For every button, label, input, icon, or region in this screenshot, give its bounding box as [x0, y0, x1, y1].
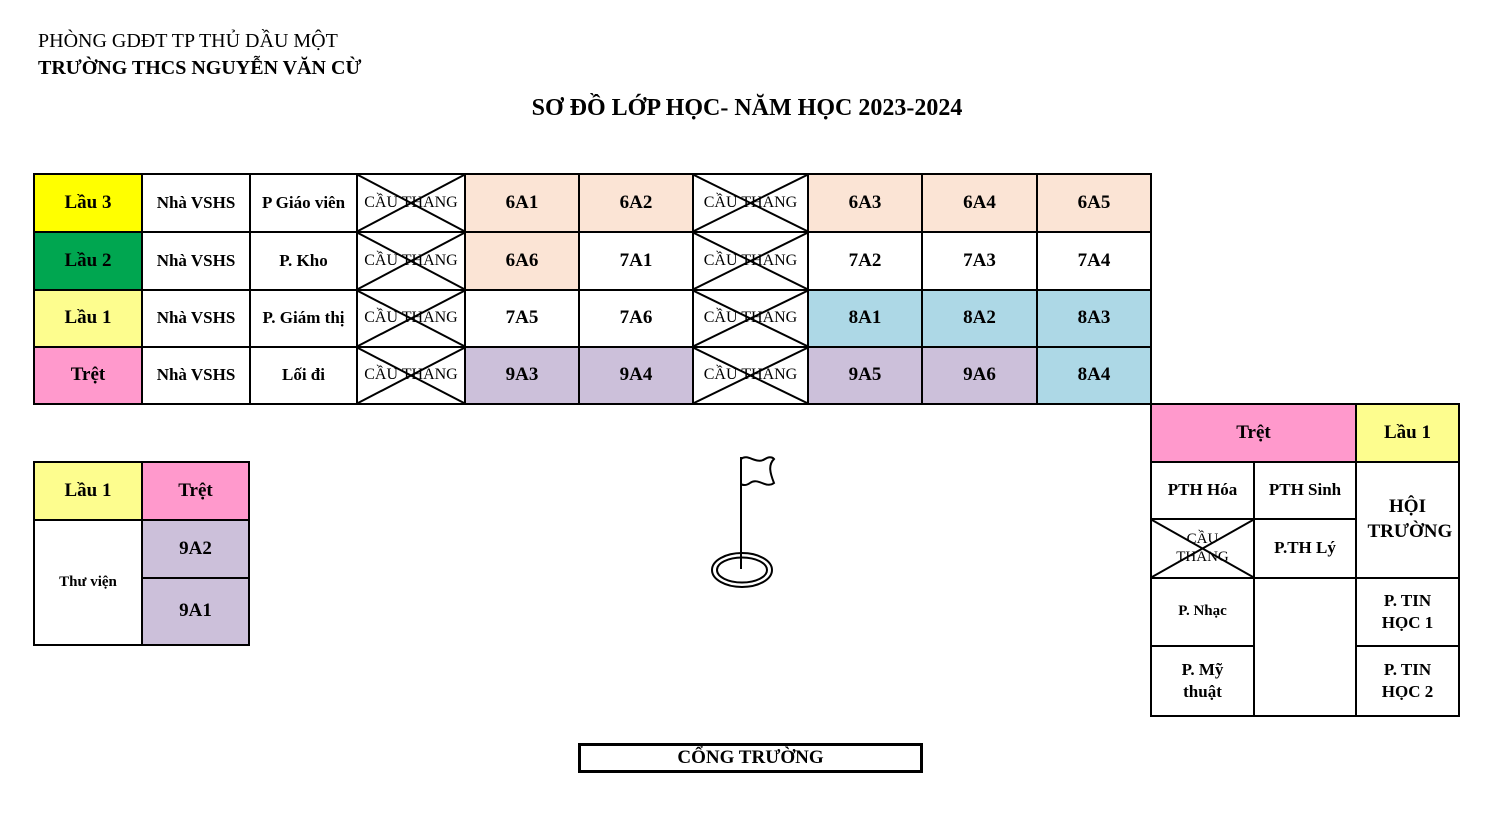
right-staircase: CẦU THANG	[1150, 518, 1255, 579]
staircase-cross-icon	[358, 233, 464, 289]
room-it-1: P. TIN HỌC 1	[1355, 577, 1460, 647]
room-9a1: 9A1	[141, 577, 250, 646]
school-name: TRƯỜNG THCS NGUYỄN VĂN CỪ	[38, 57, 362, 79]
classroom-7a5: 7A5	[464, 289, 580, 348]
floor-label-3: Lầu 1	[33, 289, 143, 348]
room-biology-lab: PTH Sinh	[1253, 461, 1357, 520]
staircase-cross-icon	[1152, 520, 1253, 577]
flagpole-icon	[711, 456, 776, 588]
empty-room	[1253, 577, 1357, 717]
classroom-6a4: 6A4	[921, 173, 1038, 233]
classroom-6a1: 6A1	[464, 173, 580, 233]
school-gate: CỔNG TRƯỜNG	[578, 743, 923, 773]
staircase-cross-icon	[358, 175, 464, 231]
floor-label-4: Trệt	[33, 346, 143, 405]
room-assembly-hall: HỘI TRƯỜNG	[1355, 461, 1460, 579]
classroom-7a1: 7A1	[578, 231, 694, 291]
classroom-9a6: 9A6	[921, 346, 1038, 405]
classroom-7a2: 7A2	[807, 231, 923, 291]
department-name: PHÒNG GDĐT TP THỦ DẦU MỘT	[38, 30, 338, 52]
room-it-2: P. TIN HỌC 2	[1355, 645, 1460, 717]
room-9a2: 9A2	[141, 519, 250, 579]
room-chemistry-lab: PTH Hóa	[1150, 461, 1255, 520]
page-title: SƠ ĐỒ LỚP HỌC- NĂM HỌC 2023-2024	[531, 95, 963, 121]
classroom-6a5: 6A5	[1036, 173, 1152, 233]
staircase-cross-icon	[358, 348, 464, 403]
staircase-cross-icon	[694, 233, 807, 289]
staircase-cross-icon	[694, 348, 807, 403]
staircase: CẦU THANG	[692, 346, 809, 405]
right-floor-ground-header: Trệt	[1150, 403, 1357, 463]
service-room: P. Giám thị	[249, 289, 358, 348]
classroom-7a6: 7A6	[578, 289, 694, 348]
floor-label-2: Lầu 2	[33, 231, 143, 291]
left-floor-ground-header: Trệt	[141, 461, 250, 521]
restroom: Nhà VSHS	[141, 231, 251, 291]
service-room: P. Kho	[249, 231, 358, 291]
room-physics-lab: P.TH Lý	[1253, 518, 1357, 579]
restroom: Nhà VSHS	[141, 346, 251, 405]
staircase: CẦU THANG	[356, 346, 466, 405]
room-art: P. Mỹ thuật	[1150, 645, 1255, 717]
staircase-cross-icon	[358, 291, 464, 346]
classroom-9a3: 9A3	[464, 346, 580, 405]
restroom: Nhà VSHS	[141, 289, 251, 348]
floor-label-1: Lầu 3	[33, 173, 143, 233]
classroom-9a5: 9A5	[807, 346, 923, 405]
restroom: Nhà VSHS	[141, 173, 251, 233]
staircase: CẦU THANG	[692, 231, 809, 291]
classroom-8a1: 8A1	[807, 289, 923, 348]
staircase: CẦU THANG	[356, 231, 466, 291]
left-floor-upper-header: Lầu 1	[33, 461, 143, 521]
staircase: CẦU THANG	[692, 289, 809, 348]
staircase-cross-icon	[694, 175, 807, 231]
staircase: CẦU THANG	[692, 173, 809, 233]
classroom-8a4: 8A4	[1036, 346, 1152, 405]
classroom-9a4: 9A4	[578, 346, 694, 405]
classroom-6a3: 6A3	[807, 173, 923, 233]
staircase-cross-icon	[694, 291, 807, 346]
classroom-7a3: 7A3	[921, 231, 1038, 291]
classroom-6a2: 6A2	[578, 173, 694, 233]
classroom-7a4: 7A4	[1036, 231, 1152, 291]
room-library: Thư viện	[33, 519, 143, 646]
classroom-8a2: 8A2	[921, 289, 1038, 348]
room-music: P. Nhạc	[1150, 577, 1255, 647]
service-room: P Giáo viên	[249, 173, 358, 233]
classroom-8a3: 8A3	[1036, 289, 1152, 348]
staircase: CẦU THANG	[356, 173, 466, 233]
service-room: Lối đi	[249, 346, 358, 405]
classroom-6a6: 6A6	[464, 231, 580, 291]
staircase: CẦU THANG	[356, 289, 466, 348]
right-floor-upper-header: Lầu 1	[1355, 403, 1460, 463]
